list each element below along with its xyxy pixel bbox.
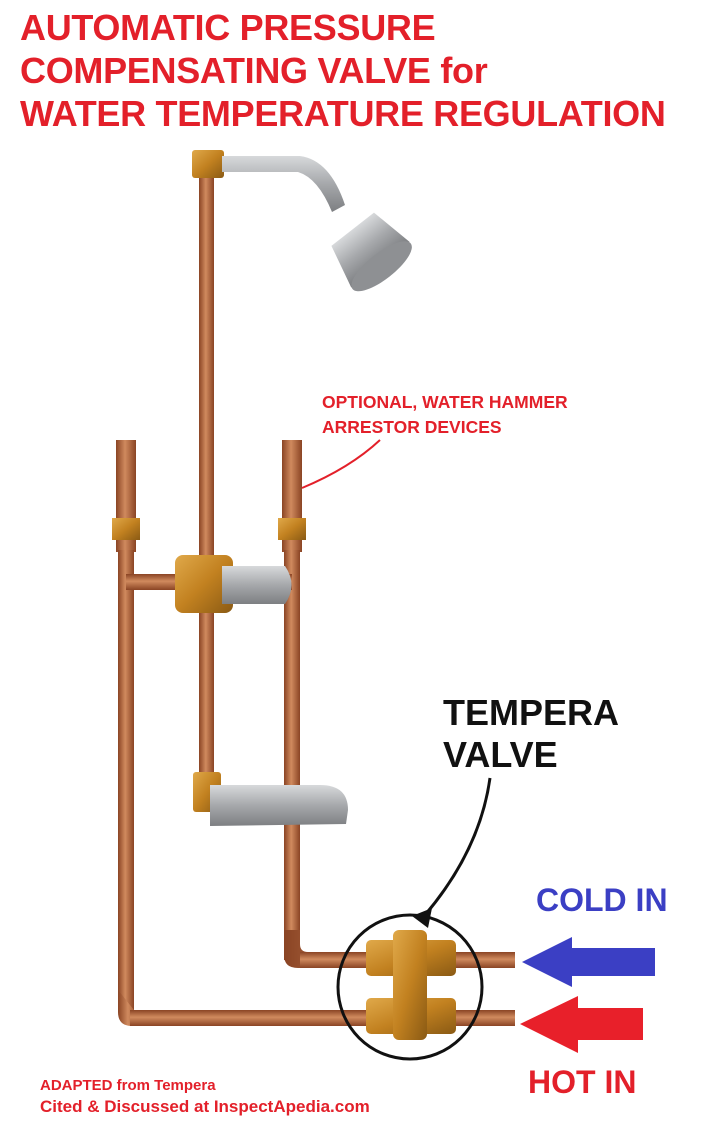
arrestor-pointer-line: [301, 439, 381, 489]
tempera-valve-label: TEMPERA VALVE: [443, 692, 619, 776]
tempera-highlight-circle: [336, 913, 484, 1061]
mixing-valve-handle: [222, 566, 292, 604]
left-supply-pipe: [118, 550, 134, 1010]
right-arrestor-fitting: [278, 518, 306, 540]
mixing-valve-body: [175, 555, 233, 613]
diagram-title: AUTOMATIC PRESSURE COMPENSATING VALVE fo…: [20, 6, 666, 135]
shower-elbow: [192, 150, 224, 178]
cold-in-label: COLD IN: [536, 882, 668, 918]
riser-pipe: [199, 170, 214, 810]
left-feed-pipe: [126, 574, 182, 590]
arrestor-note: OPTIONAL, WATER HAMMER ARRESTOR DEVICES: [322, 390, 568, 440]
shower-arm: [222, 156, 345, 212]
hot-in-arrow: [520, 996, 643, 1053]
right-supply-pipe: [284, 550, 300, 960]
title-line-1: AUTOMATIC PRESSURE: [20, 7, 436, 48]
tempera-pointer-arrowhead: [412, 908, 432, 928]
arrestor-note-line-1: OPTIONAL, WATER HAMMER: [322, 392, 568, 412]
hot-supply-horizontal: [130, 1010, 515, 1026]
title-line-3: WATER TEMPERATURE REGULATION: [20, 93, 666, 134]
credit-adapted: ADAPTED from Tempera: [40, 1077, 216, 1094]
cold-in-arrow: [522, 937, 655, 987]
tempera-label-line-1: TEMPERA: [443, 692, 620, 733]
tempera-label-line-2: VALVE: [443, 734, 558, 775]
tub-spout: [210, 785, 348, 826]
tempera-valve-body: [366, 930, 456, 1040]
left-arrestor-fitting: [112, 518, 140, 540]
arrestor-note-line-2: ARRESTOR DEVICES: [322, 417, 502, 437]
credit-cited: Cited & Discussed at InspectApedia.com: [40, 1097, 370, 1116]
shower-head: [331, 212, 412, 292]
title-line-2: COMPENSATING VALVE for: [20, 50, 488, 91]
tempera-pointer-line: [423, 777, 492, 916]
hot-in-label: HOT IN: [528, 1064, 637, 1100]
